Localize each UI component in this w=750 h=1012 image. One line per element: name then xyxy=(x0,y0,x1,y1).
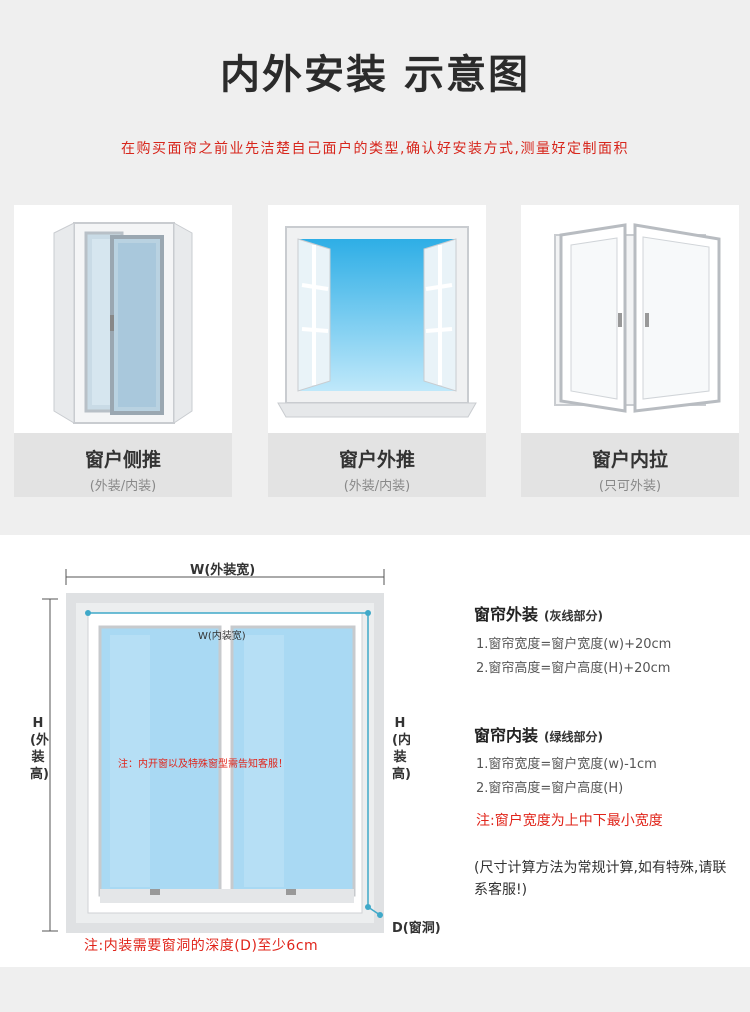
inward-window-illustration xyxy=(554,223,721,413)
card-title: 窗户外推 xyxy=(338,449,415,471)
inner-install-title: 窗帘内装 (绿线部分) xyxy=(474,722,603,746)
outer-formula-width: 1.窗帘宽度=窗户宽度(w)+20cm xyxy=(476,637,672,652)
outer-install-title: 窗帘外装 (灰线部分) xyxy=(474,601,603,625)
outer-install-heading: 窗帘外装 xyxy=(474,605,539,624)
outer-width-label: W(外装宽) xyxy=(190,563,256,578)
outward-window-illustration xyxy=(277,226,477,418)
width-warning: 注:窗户宽度为上中下最小宽度 xyxy=(476,813,663,829)
card-subtitle: (外装/内装) xyxy=(89,479,157,494)
bottom-note: 注:内装需要窗洞的深度(D)至少6cm xyxy=(84,938,319,954)
page-title: 内外安装 示意图 xyxy=(220,52,530,98)
inner-install-heading: 窗帘内装 xyxy=(474,726,539,745)
window-card-inward: 窗户内拉 (只可外装) xyxy=(521,205,739,497)
calc-note: (尺寸计算方法为常规计算,如有特殊,请联系客服!) xyxy=(474,860,727,898)
inner-formula-height: 2.窗帘高度=窗户高度(H) xyxy=(476,781,624,796)
depth-label: D(窗洞) xyxy=(392,921,441,936)
measurement-section: W(外装宽) W(内装宽) H(外装高) H(内装高) D(窗洞) 注：内开窗以… xyxy=(0,535,750,1012)
card-caption: 窗户侧推 (外装/内装) xyxy=(14,433,232,497)
page-subtitle: 在购买面帘之前业先洁楚自己面户的类型,确认好安装方式,测量好定制面积 xyxy=(121,141,629,157)
card-caption: 窗户内拉 (只可外装) xyxy=(521,433,739,497)
sliding-window-illustration xyxy=(53,222,193,424)
inner-install-tag: (绿线部分) xyxy=(544,730,603,744)
inner-formula-width: 1.窗帘宽度=窗户宽度(w)-1cm xyxy=(476,757,657,772)
window-card-sliding: 窗户侧推 (外装/内装) xyxy=(14,205,232,497)
intro-section: 内外安装 示意图 在购买面帘之前业先洁楚自己面户的类型,确认好安装方式,测量好定… xyxy=(0,0,750,535)
inner-width-label: W(内装宽) xyxy=(198,631,246,642)
card-title: 窗户侧推 xyxy=(84,449,161,471)
outer-formula-height: 2.窗帘高度=窗户高度(H)+20cm xyxy=(476,661,671,676)
measurement-diagram: W(外装宽) W(内装宽) H(外装高) H(内装高) D(窗洞) 注：内开窗以… xyxy=(0,535,460,975)
inner-note: 注：内开窗以及特殊窗型需告知客服！ xyxy=(118,759,288,770)
outer-install-tag: (灰线部分) xyxy=(544,609,603,623)
outer-height-label: H(外装高) xyxy=(30,716,49,782)
inner-height-label: H(内装高) xyxy=(392,716,411,782)
card-title: 窗户内拉 xyxy=(591,449,668,471)
card-subtitle: (外装/内装) xyxy=(343,479,411,494)
footer-strip xyxy=(0,967,750,1012)
card-subtitle: (只可外装) xyxy=(598,479,662,494)
card-caption: 窗户外推 (外装/内装) xyxy=(268,433,486,497)
window-measure-drawing xyxy=(42,569,385,933)
window-card-outward: 窗户外推 (外装/内装) xyxy=(268,205,486,497)
